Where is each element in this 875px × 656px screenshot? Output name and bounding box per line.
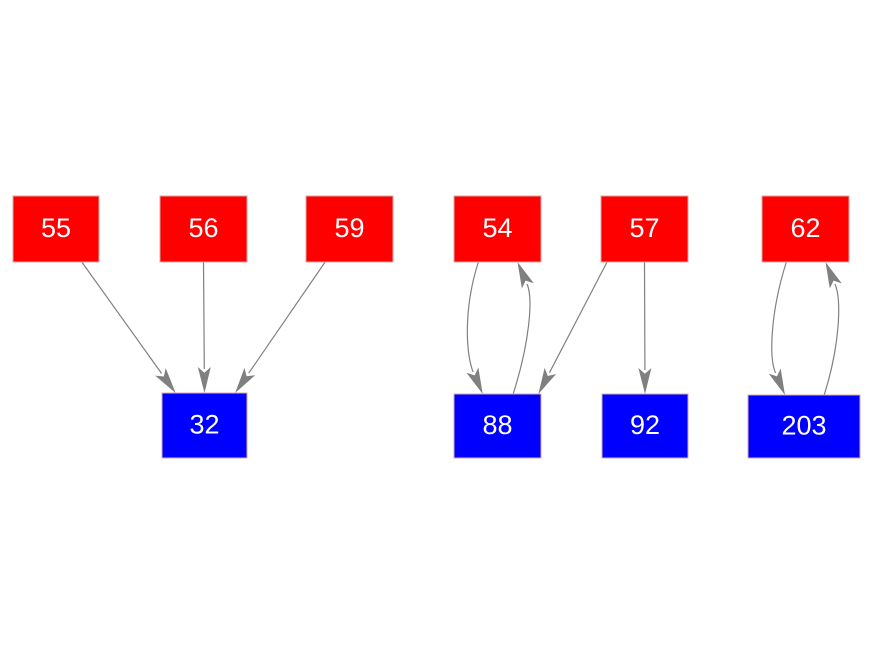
node-label-54: 54 (482, 213, 512, 243)
arrowhead-n62-to-n203 (768, 368, 785, 395)
edge-n203-to-n62 (823, 283, 840, 396)
node-label-32: 32 (189, 410, 219, 440)
node-32[interactable]: 32 (161, 392, 248, 459)
arrowhead-n203-to-n62 (825, 262, 842, 289)
node-box-54[interactable] (453, 195, 542, 263)
node-label-56: 56 (188, 213, 218, 243)
node-88[interactable]: 88 (453, 393, 542, 459)
edge-n56-to-n32 (202, 261, 205, 370)
arrowhead-n57-to-n88 (538, 367, 557, 394)
node-label-55: 55 (41, 213, 71, 243)
arrowhead-n56-to-n32 (197, 366, 211, 393)
node-label-88: 88 (482, 410, 512, 440)
node-label-59: 59 (334, 213, 364, 243)
node-box-32[interactable] (161, 392, 248, 459)
node-label-62: 62 (790, 213, 820, 243)
arrowhead-n57-to-n92 (638, 367, 652, 394)
node-box-203[interactable] (747, 394, 861, 459)
edge-n54-to-n88 (466, 261, 479, 373)
arrowhead-n59-to-n32 (235, 367, 256, 393)
edge-n62-to-n203 (771, 261, 787, 374)
arrowhead-n88-to-n54 (517, 262, 534, 289)
edge-n55-to-n32 (81, 261, 163, 374)
node-54[interactable]: 54 (453, 195, 542, 263)
edge-n57-to-n88 (548, 261, 608, 373)
node-box-56[interactable] (159, 195, 248, 263)
node-label-203: 203 (781, 411, 826, 441)
arrowhead-n54-to-n88 (466, 367, 483, 394)
node-55[interactable]: 55 (12, 195, 100, 263)
node-box-55[interactable] (12, 195, 100, 263)
edge-n88-to-n54 (512, 283, 531, 395)
edge-n59-to-n32 (248, 261, 326, 374)
edge-layer (81, 261, 842, 396)
node-57[interactable]: 57 (600, 195, 689, 263)
node-label-57: 57 (629, 213, 659, 243)
node-203[interactable]: 203 (747, 394, 861, 459)
node-box-88[interactable] (453, 393, 542, 459)
node-box-62[interactable] (761, 195, 850, 263)
node-62[interactable]: 62 (761, 195, 850, 263)
node-label-92: 92 (630, 410, 660, 440)
node-59[interactable]: 59 (305, 195, 394, 263)
arrowhead-n55-to-n32 (155, 368, 176, 393)
node-92[interactable]: 92 (601, 393, 689, 459)
node-box-57[interactable] (600, 195, 689, 263)
node-box-59[interactable] (305, 195, 394, 263)
node-56[interactable]: 56 (159, 195, 248, 263)
node-layer: 55 56 59 54 57 62 32 88 92 203 (12, 195, 861, 459)
node-box-92[interactable] (601, 393, 689, 459)
